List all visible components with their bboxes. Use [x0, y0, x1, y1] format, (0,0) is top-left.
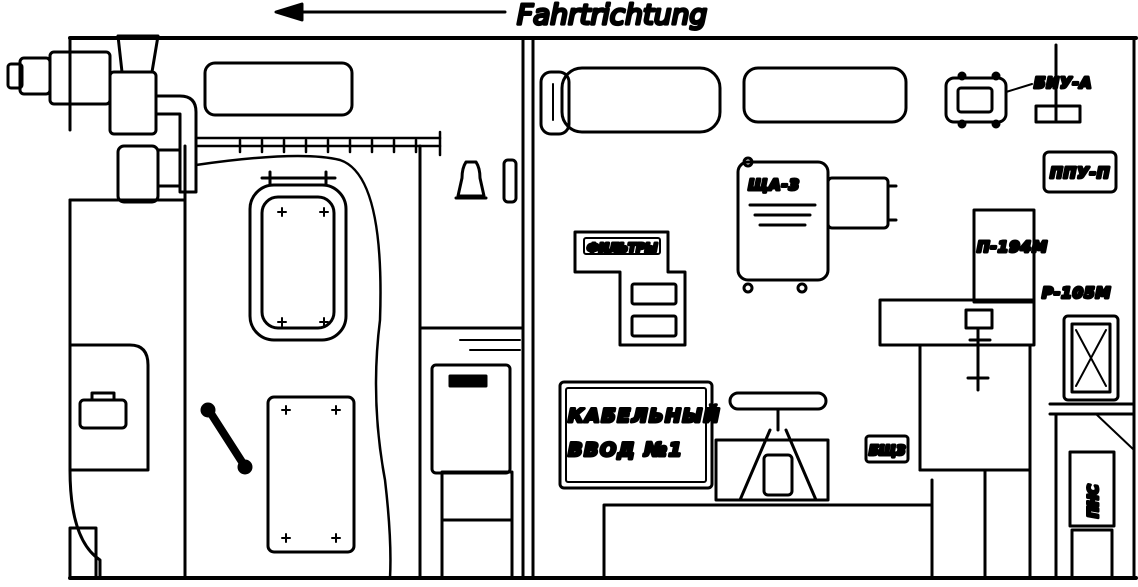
ppu-p-unit — [1042, 150, 1118, 194]
p-194m-label: П-194М — [977, 238, 1048, 256]
door-plate — [266, 395, 356, 554]
cable-entry-plate — [558, 380, 714, 490]
door-handle-icon — [200, 402, 253, 475]
vision-block-right-2 — [742, 66, 908, 124]
table — [878, 298, 1036, 472]
hatch-window — [248, 170, 348, 342]
door-panel — [183, 144, 422, 580]
bshchz-label: БЩЗ — [869, 444, 905, 459]
shcha-3-label: ЩА-3 — [748, 176, 800, 194]
bell-icon — [454, 160, 488, 200]
vehicle-body-outline — [68, 36, 1138, 580]
headlight — [6, 50, 112, 106]
ventilation-pipe — [108, 34, 198, 204]
cable-rail — [194, 130, 442, 157]
filters-unit — [573, 230, 687, 347]
floor-platform — [602, 468, 1032, 580]
wall-box-left — [68, 343, 150, 580]
ppu-p-label: ППУ-П — [1050, 164, 1110, 182]
pns-unit — [1068, 450, 1116, 580]
radio-p-194m — [972, 208, 1036, 304]
extinguisher-icon — [502, 158, 518, 204]
cable-entry-label-line2: ВВОД №1 — [568, 439, 683, 461]
central-partition — [521, 36, 535, 580]
r-105m-radio — [1048, 314, 1136, 580]
biu-a-unit — [944, 71, 1082, 129]
filters-label: ФИЛЬТРЫ — [587, 241, 658, 255]
pns-label: ПНС — [1086, 484, 1102, 518]
bshchz-unit — [864, 434, 910, 464]
direction-label: Fahrtrichtung — [517, 0, 707, 31]
shcha-3-panel — [736, 156, 898, 294]
vision-block-right-1 — [539, 66, 722, 136]
locker-right — [418, 326, 525, 580]
seat-stool — [714, 391, 830, 502]
r-105m-label: Р-105М — [1042, 284, 1111, 302]
cable-entry-label-line1: КАБЕЛЬНЫЙ — [568, 404, 721, 427]
direction-arrow — [274, 2, 507, 22]
vision-block-left — [203, 61, 354, 117]
biu-a-label: БИУ-А — [1034, 74, 1092, 92]
